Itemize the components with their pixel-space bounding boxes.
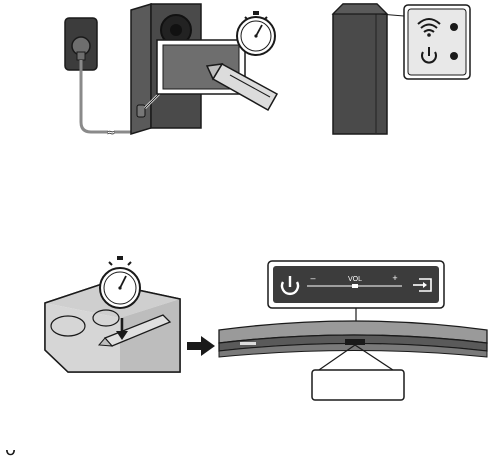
subwoofer-setup-illustration: ≈ — [64, 2, 279, 139]
subwoofer-side-view — [331, 3, 389, 135]
press-arrow-icon — [116, 318, 128, 340]
stopwatch-icon — [99, 256, 141, 309]
volume-label: VOL — [348, 276, 362, 283]
id-set-button-illustration — [44, 256, 181, 373]
soundbar — [218, 320, 488, 358]
source-input-icon — [413, 278, 432, 292]
pairing-panel-zoom — [156, 39, 246, 95]
power-led — [450, 52, 458, 60]
cable-break-mark: ≈ — [106, 126, 115, 139]
soundbar-display — [345, 339, 365, 345]
right-arrow-icon — [187, 336, 215, 356]
soundbar-illustration: – VOL + — [218, 260, 488, 401]
wifi-indicator-icon — [417, 18, 441, 37]
stylus-icon — [205, 62, 279, 112]
volume-slider-thumb — [352, 284, 358, 288]
power-indicator-icon — [421, 47, 437, 64]
soundbar-control-panel-zoom: – VOL + — [267, 260, 445, 309]
indicator-panel-zoom — [403, 4, 471, 80]
subwoofer-indicator-illustration — [331, 3, 471, 135]
standby-icon: ᴗ — [5, 439, 16, 459]
stopwatch-icon — [236, 11, 276, 56]
soundbar-logo — [240, 342, 256, 345]
volume-down-label: – — [310, 273, 315, 283]
wifi-led — [450, 23, 458, 31]
display-callout-box — [311, 369, 405, 401]
power-icon — [280, 276, 300, 295]
wall-outlet — [64, 17, 98, 71]
volume-up-label: + — [392, 273, 397, 283]
